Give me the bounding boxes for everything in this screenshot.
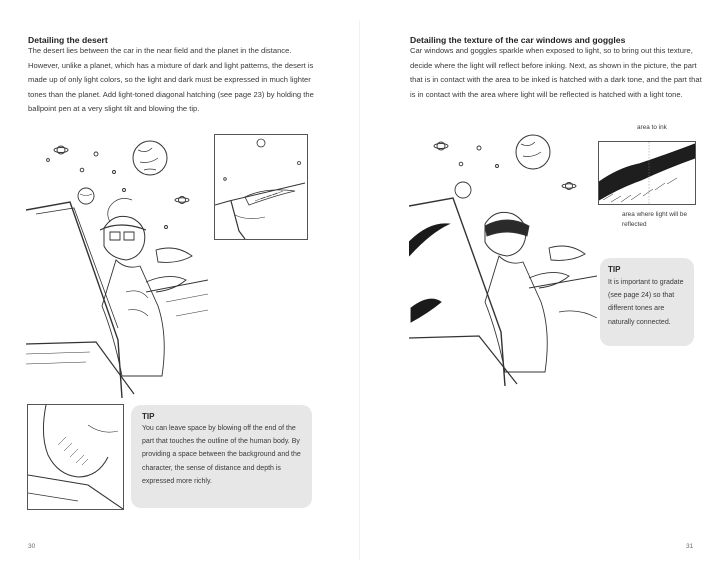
right-page-body: Car windows and goggles sparkle when exp… [410, 46, 702, 99]
tip-title: TIP [608, 265, 621, 274]
right-page: Detailing the texture of the car windows… [360, 0, 720, 576]
page-gutter [359, 20, 360, 560]
left-page-title: Detailing the desert [28, 35, 108, 45]
page-number: 30 [28, 543, 36, 550]
tip-box: TIP It is important to gradate (see page… [600, 258, 694, 346]
left-page-body: The desert lies between the car in the n… [28, 46, 314, 114]
right-page-title: Detailing the texture of the car windows… [410, 35, 626, 45]
tip-title: TIP [142, 412, 155, 421]
desert-car-illustration [26, 132, 208, 398]
hatching-detail-image [598, 141, 696, 205]
tip-box: TIP You can leave space by blowing off t… [131, 405, 312, 508]
desert-detail-inset [214, 134, 308, 240]
left-page: Detailing the desert The desert lies bet… [26, 35, 314, 550]
tip-detail-image [27, 404, 124, 510]
area-to-ink-label: area to ink [637, 124, 667, 131]
tip-text: It is important to gradate (see page 24)… [608, 279, 684, 326]
car-window-illustration [409, 132, 597, 386]
reflected-area-label: area where light will be reflected [622, 211, 688, 228]
page-number: 31 [686, 543, 694, 550]
tip-text: You can leave space by blowing off the e… [142, 425, 301, 485]
